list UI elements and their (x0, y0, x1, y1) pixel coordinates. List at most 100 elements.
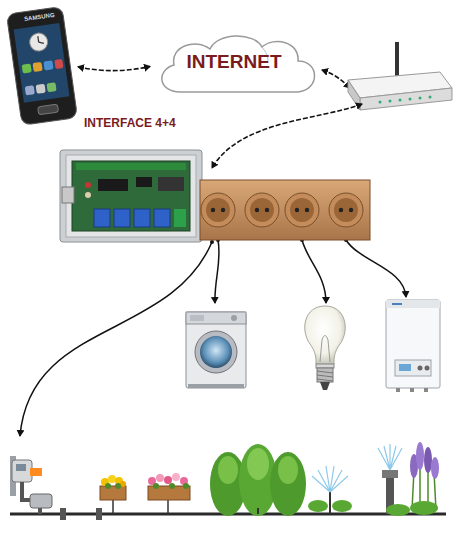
irrigation-system-part (112, 500, 114, 514)
irrigation-system-part (278, 456, 298, 484)
link-arrow-part (212, 104, 362, 168)
interface-box-outline (58, 117, 374, 245)
power-arrow-part (302, 240, 326, 303)
irrigation-system-part (108, 475, 116, 483)
link-arrow-part (322, 70, 350, 88)
irrigation-system-part (172, 473, 180, 481)
gas-boiler-part (386, 300, 440, 308)
smartphone-part (38, 104, 59, 115)
gas-boiler-part (392, 303, 402, 305)
interface-box-part (85, 192, 91, 198)
washing-machine-part (188, 384, 244, 388)
wifi-router-part (360, 88, 452, 110)
wifi-router (348, 42, 452, 110)
washing-machine-part (231, 315, 237, 321)
power-arrow (215, 238, 220, 303)
gas-boiler-part (399, 364, 411, 371)
smartphone-part (28, 32, 48, 52)
gas-boiler-part (396, 388, 400, 392)
irrigation-system (10, 442, 446, 520)
interface-box-part (206, 198, 230, 222)
irrigation-system-part (386, 504, 410, 516)
irrigation-system-part (257, 508, 259, 514)
interface-box-part (158, 177, 184, 191)
wifi-router-part (379, 101, 382, 104)
interface-box-part (62, 187, 74, 203)
irrigation-system-part (153, 483, 159, 489)
power-arrow-part (215, 240, 219, 303)
irrigation-system-part (16, 464, 26, 471)
smartphone-part (46, 82, 56, 92)
interface-box-part (329, 193, 363, 227)
irrigation-system-part (410, 501, 438, 515)
interface-box-part (255, 208, 259, 212)
irrigation-system-part (100, 486, 126, 500)
irrigation-system-part (218, 456, 238, 484)
power-arrow (344, 238, 406, 297)
wifi-router-part (399, 99, 402, 102)
washing-machine-part (200, 336, 232, 368)
wifi-router-part (429, 96, 432, 99)
interface-box-part (200, 180, 370, 240)
interface-box-part (154, 209, 170, 227)
irrigation-system-part (60, 508, 66, 520)
irrigation-system-part (378, 444, 402, 470)
interface-box-part (334, 198, 358, 222)
gas-boiler (386, 300, 440, 392)
irrigation-system-part (382, 470, 398, 478)
smartphone-part (36, 84, 46, 94)
irrigation-system-part (167, 500, 169, 514)
interface-box-part (339, 208, 343, 212)
smartphone-part (25, 85, 35, 95)
light-bulb (305, 306, 345, 390)
smartphone-part (37, 36, 39, 42)
light-bulb-part (305, 306, 345, 364)
irrigation-system-part (247, 448, 269, 480)
irrigation-system-part (105, 483, 111, 489)
smartphone-outline (6, 6, 78, 128)
link-arrow (78, 66, 150, 70)
interface-box-part (211, 208, 215, 212)
power-arrow-part (346, 240, 406, 297)
smartphone-part (22, 63, 32, 73)
smartphone-part (39, 41, 44, 44)
internet-cloud: INTERNET (150, 28, 322, 104)
power-arrow (20, 240, 214, 436)
power-arrow-part (210, 240, 214, 244)
interface-box-part (136, 177, 152, 187)
washing-machine-part (186, 312, 246, 388)
interface-box-part (174, 209, 186, 227)
interface-box-part (201, 193, 235, 227)
interface-box-part (285, 193, 319, 227)
gas-boiler-part (386, 300, 440, 388)
interface-box-part (76, 163, 186, 170)
interface-box-part (245, 193, 279, 227)
node-text: INTERFACE 4+4 (84, 117, 176, 130)
irrigation-system-part (183, 483, 189, 489)
node-text: INTERNET (187, 52, 282, 73)
irrigation-system-part (270, 452, 306, 516)
interface-box-part (290, 198, 314, 222)
interface-box-part (94, 209, 110, 227)
irrigation-system-part (115, 483, 121, 489)
power-arrow (300, 238, 326, 303)
interface-box-part (295, 208, 299, 212)
wifi-router-part (395, 42, 399, 78)
gas-boiler-part (425, 366, 430, 371)
irrigation-system-part (169, 483, 175, 489)
interface-box-part (72, 161, 190, 231)
interface-box-part (85, 182, 91, 188)
irrigation-system-part (12, 460, 32, 482)
smartphone-part (14, 23, 70, 103)
irrigation-system-part (431, 457, 439, 479)
irrigation-system-part (312, 466, 348, 492)
power-arrow-part (20, 242, 212, 436)
interface-box-part (349, 208, 353, 212)
interface-box-part (114, 209, 130, 227)
irrigation-system-part (416, 442, 424, 470)
interface-box-part (305, 208, 309, 212)
washing-machine (186, 312, 246, 388)
smartphone: SAMSUNG (6, 6, 78, 128)
